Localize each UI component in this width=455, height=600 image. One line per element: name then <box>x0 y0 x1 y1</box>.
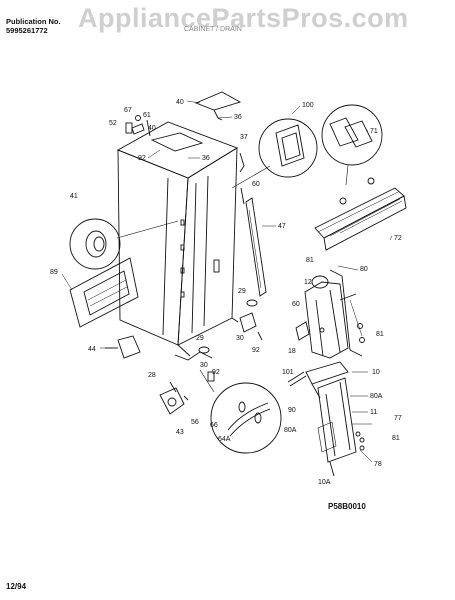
callout-label: 66 <box>210 422 218 429</box>
callout-label: 64A <box>218 436 231 443</box>
revision-date: 12/94 <box>6 582 27 591</box>
callout-label: 72 <box>394 235 402 242</box>
callout-label: 71 <box>370 128 378 135</box>
callout-label: 44 <box>88 346 96 353</box>
callout-label: 12 <box>304 279 312 286</box>
callout-labels: 40 52 67 61 40 36 37 100 71 92 36 60 47 … <box>50 99 402 486</box>
callout-label: 56 <box>191 419 199 426</box>
callout-label: 11 <box>370 409 377 416</box>
callout-label: 40 <box>176 99 184 106</box>
callout-label: 92 <box>252 347 260 354</box>
publication-label: Publication No. <box>6 17 61 26</box>
callout-label: 30 <box>200 362 208 369</box>
callout-label: 92 <box>138 155 146 162</box>
diagram-subtitle: CABINET / DRAIN <box>184 26 242 33</box>
callout-label: 36 <box>234 114 242 121</box>
bracket-44 <box>105 335 141 359</box>
drain-cup-41 <box>69 218 179 270</box>
callout-label: 90 <box>288 407 296 414</box>
hinge-parts-top-left <box>125 115 151 137</box>
callout-label: 61 <box>143 112 151 119</box>
callout-label: 80A <box>284 427 297 434</box>
callout-label: 101 <box>282 369 294 376</box>
callout-label: 60 <box>252 181 260 188</box>
callout-label: 81 <box>306 257 314 264</box>
publication-number: 5995261772 <box>6 26 48 35</box>
callout-label: 67 <box>124 107 132 114</box>
callout-label: 80A <box>370 393 383 400</box>
callout-label: 40 <box>148 125 156 132</box>
callout-label: 52 <box>109 120 117 127</box>
callout-label: 30 <box>236 335 244 342</box>
callout-label: 29 <box>196 335 204 342</box>
callout-label: 78 <box>374 461 382 468</box>
callout-label: 36 <box>202 155 210 162</box>
drain-clamp-43 <box>159 381 189 415</box>
grille-89 <box>69 257 139 328</box>
damper-detail-100 <box>231 118 318 189</box>
callout-label: 28 <box>148 372 156 379</box>
bottom-hinge-parts <box>174 299 263 382</box>
callout-label: 47 <box>278 223 286 230</box>
callout-label: 43 <box>176 429 184 436</box>
callout-label: 81 <box>376 331 384 338</box>
callout-label: 80 <box>360 266 368 273</box>
drawing-code: P58B0010 <box>328 502 366 511</box>
callout-label: 100 <box>302 102 314 109</box>
lower-cover-80A <box>317 377 365 477</box>
callout-label: 10A <box>318 479 331 486</box>
callout-label: 29 <box>238 288 246 295</box>
damper-detail-71 <box>321 104 383 205</box>
leader-lines <box>61 100 393 463</box>
callout-label: 77 <box>394 415 402 422</box>
callout-label: 18 <box>288 348 296 355</box>
cabinet-body <box>116 121 239 357</box>
callout-label: 37 <box>240 134 248 141</box>
watermark: AppliancePartsPros.com <box>78 3 409 33</box>
air-duct-60 <box>295 269 365 359</box>
callout-label: 89 <box>50 269 58 276</box>
callout-label: 10 <box>372 369 380 376</box>
light-shield-72 <box>314 187 407 251</box>
callout-label: 60 <box>292 301 300 308</box>
drain-hose-detail <box>199 369 282 454</box>
callout-label: 92 <box>212 369 220 376</box>
mullion-rail-47 <box>239 152 267 297</box>
callout-label: 81 <box>392 435 400 442</box>
callout-label: 41 <box>70 193 78 200</box>
